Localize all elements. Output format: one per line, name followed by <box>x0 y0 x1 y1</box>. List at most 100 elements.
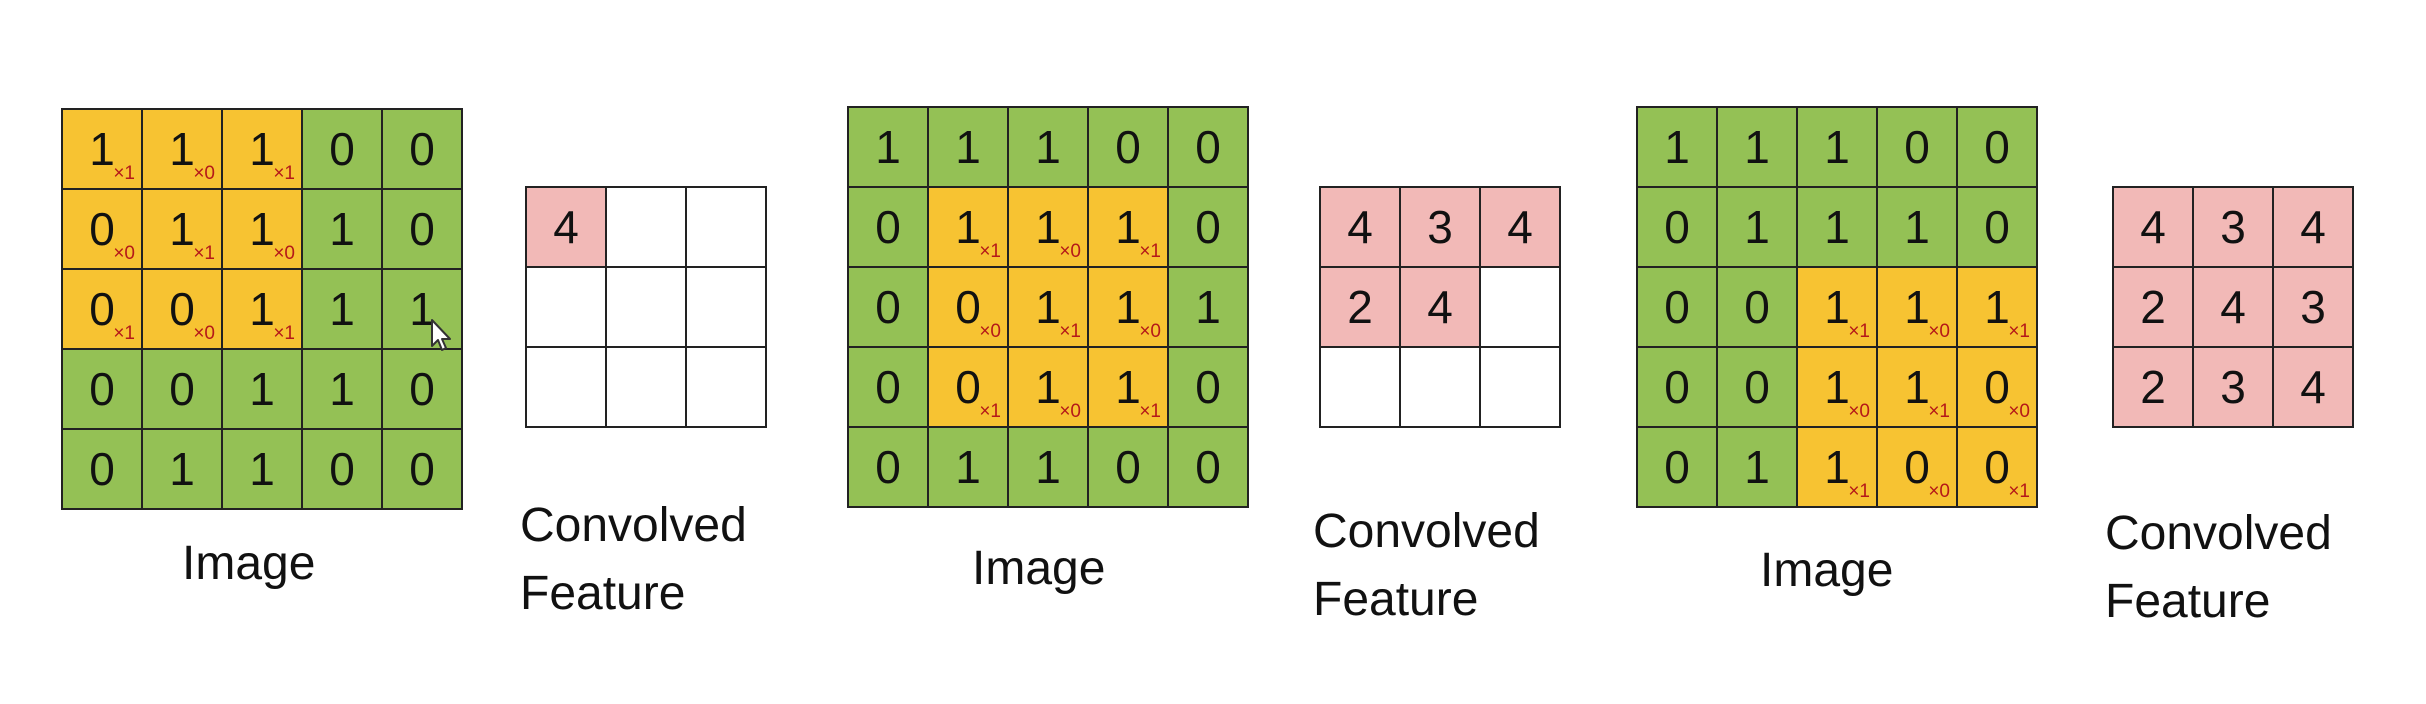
feature-cell-empty <box>525 266 607 348</box>
feature-cell-empty <box>1479 266 1561 348</box>
kernel-weight: ×1 <box>2008 321 2030 342</box>
image-cell: 1 <box>221 428 303 510</box>
feature-cell-filled: 3 <box>2272 266 2354 348</box>
feature-cell-filled: 4 <box>2272 346 2354 428</box>
image-cell: 0 <box>61 348 143 430</box>
feature-cell-empty <box>525 346 607 428</box>
cell-value: 0 <box>89 443 115 495</box>
kernel-weight: ×0 <box>273 243 295 264</box>
feature-label-line2: Feature <box>2105 575 2271 628</box>
cell-value: 1 <box>1035 441 1061 493</box>
feature-cell-filled: 3 <box>2192 346 2274 428</box>
kernel-cell: 1×0 <box>1796 346 1878 428</box>
feature-label-line1: Convolved <box>2105 507 2332 560</box>
cell-value: 0 <box>409 363 435 415</box>
kernel-weight: ×1 <box>1848 481 1870 502</box>
kernel-cell: 1×1 <box>1087 346 1169 428</box>
image-cell: 0 <box>1167 426 1249 508</box>
kernel-weight: ×0 <box>1059 401 1081 422</box>
kernel-cell: 1×0 <box>221 188 303 270</box>
image-cell: 1 <box>1716 106 1798 188</box>
kernel-weight: ×1 <box>1059 321 1081 342</box>
cell-value: 0 <box>89 283 115 335</box>
kernel-weight: ×1 <box>193 243 215 264</box>
feature-cell-filled: 4 <box>2272 186 2354 268</box>
cell-value: 0 <box>1984 441 2010 493</box>
cell-value: 1 <box>1904 281 1930 333</box>
kernel-cell: 1×1 <box>1796 266 1878 348</box>
cell-value: 0 <box>1984 121 2010 173</box>
cell-value: 0 <box>409 203 435 255</box>
kernel-weight: ×1 <box>979 401 1001 422</box>
cell-value: 0 <box>169 363 195 415</box>
cell-value: 1 <box>1824 281 1850 333</box>
image-cell: 1 <box>1716 426 1798 508</box>
image-cell: 0 <box>1716 266 1798 348</box>
image-cell: 1 <box>141 428 223 510</box>
cell-value: 1 <box>329 283 355 335</box>
cell-value: 0 <box>1904 121 1930 173</box>
kernel-cell: 1×1 <box>221 108 303 190</box>
image-cell: 1 <box>221 348 303 430</box>
kernel-weight: ×1 <box>113 163 135 184</box>
kernel-cell: 0×0 <box>1956 346 2038 428</box>
image-cell: 0 <box>847 346 929 428</box>
image-cell: 1 <box>1007 426 1089 508</box>
cell-value: 0 <box>1984 201 2010 253</box>
image-cell: 1 <box>301 188 383 270</box>
cell-value: 1 <box>1744 121 1770 173</box>
cell-value: 1 <box>249 443 275 495</box>
feature-cell-filled: 4 <box>525 186 607 268</box>
image-cell: 0 <box>1876 106 1958 188</box>
kernel-weight: ×1 <box>1139 401 1161 422</box>
image-cell: 1 <box>381 268 463 350</box>
feature-cell-filled: 2 <box>2112 266 2194 348</box>
image-cell: 0 <box>1636 186 1718 268</box>
image-cell: 1 <box>1636 106 1718 188</box>
kernel-weight: ×0 <box>1928 481 1950 502</box>
cell-value: 1 <box>1984 281 2010 333</box>
feature-label-line1: Convolved <box>1313 505 1540 558</box>
image-cell: 1 <box>301 268 383 350</box>
image-cell: 1 <box>1796 106 1878 188</box>
kernel-weight: ×1 <box>1139 241 1161 262</box>
image-cell: 1 <box>1796 186 1878 268</box>
cell-value: 1 <box>1115 361 1141 413</box>
feature-caption-3: Convolved Feature <box>2105 500 2332 636</box>
cell-value: 0 <box>1744 281 1770 333</box>
image-cell: 1 <box>301 348 383 430</box>
cell-value: 1 <box>1904 361 1930 413</box>
cell-value: 0 <box>955 281 981 333</box>
kernel-cell: 1×0 <box>1007 346 1089 428</box>
cell-value: 0 <box>875 361 901 413</box>
kernel-weight: ×0 <box>1059 241 1081 262</box>
cell-value: 1 <box>1824 201 1850 253</box>
convolved-feature-grid-1: 4 <box>525 186 767 428</box>
kernel-weight: ×0 <box>2008 401 2030 422</box>
cell-value: 1 <box>329 363 355 415</box>
kernel-weight: ×1 <box>273 323 295 344</box>
cell-value: 1 <box>955 121 981 173</box>
kernel-cell: 0×0 <box>927 266 1009 348</box>
cell-value: 1 <box>1035 121 1061 173</box>
feature-cell-filled: 4 <box>1399 266 1481 348</box>
image-cell: 1 <box>1876 186 1958 268</box>
cell-value: 1 <box>875 121 901 173</box>
cell-value: 0 <box>89 363 115 415</box>
kernel-weight: ×0 <box>113 243 135 264</box>
image-cell: 0 <box>1167 186 1249 268</box>
